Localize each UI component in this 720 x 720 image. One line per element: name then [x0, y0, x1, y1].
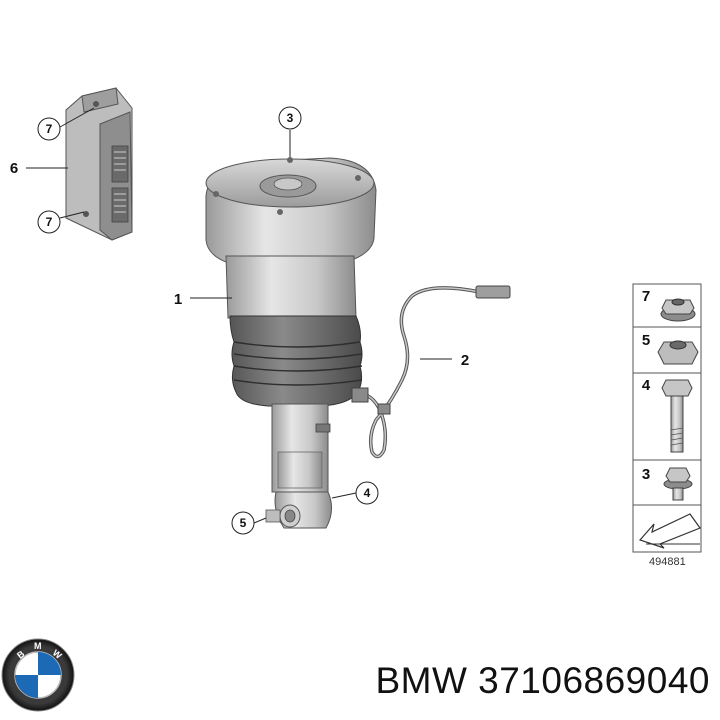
- part-number-caption: BMW 37106869040: [375, 660, 710, 701]
- svg-text:7: 7: [46, 122, 53, 136]
- legend-item-5: 5: [642, 332, 699, 365]
- callout-circle-5: 5: [231, 511, 255, 535]
- callout-circle-7-upper: 7: [37, 117, 61, 141]
- direction-arrow-icon: [638, 513, 701, 549]
- flange-screw-icon: [663, 467, 693, 501]
- hardware-legend: 7 5 4: [632, 283, 702, 553]
- part-label-2: 2: [461, 352, 469, 369]
- part-label-1: 1: [174, 291, 182, 308]
- svg-text:3: 3: [287, 111, 294, 125]
- svg-text:5: 5: [642, 332, 650, 349]
- callout-leader-lines: [190, 130, 452, 524]
- svg-text:4: 4: [642, 377, 651, 394]
- hex-nut-icon: [657, 340, 699, 365]
- bolt-icon: [661, 379, 693, 453]
- legend-item-3: 3: [642, 466, 693, 501]
- control-module: [65, 87, 133, 241]
- flange-nut-icon: [660, 298, 696, 322]
- svg-text:5: 5: [240, 516, 247, 530]
- callout-circle-7-lower: 7: [37, 210, 61, 234]
- callout-circle-4: 4: [355, 481, 379, 505]
- part-label-6: 6: [10, 160, 18, 177]
- svg-text:M: M: [34, 641, 42, 651]
- svg-text:7: 7: [642, 288, 650, 305]
- legend-item-7: 7: [642, 288, 696, 322]
- legend-item-4: 4: [642, 377, 693, 453]
- callout-circle-3: 3: [278, 106, 302, 130]
- sensor-cable: [351, 285, 511, 459]
- diagram-reference-code: 494881: [649, 556, 686, 568]
- module-leader-lines: [26, 107, 95, 219]
- svg-text:4: 4: [364, 486, 371, 500]
- svg-text:3: 3: [642, 466, 650, 483]
- air-spring-strut: [205, 157, 377, 529]
- svg-text:7: 7: [46, 215, 53, 229]
- svg-text:B: B: [15, 648, 27, 660]
- bmw-logo: B M W: [1, 638, 75, 712]
